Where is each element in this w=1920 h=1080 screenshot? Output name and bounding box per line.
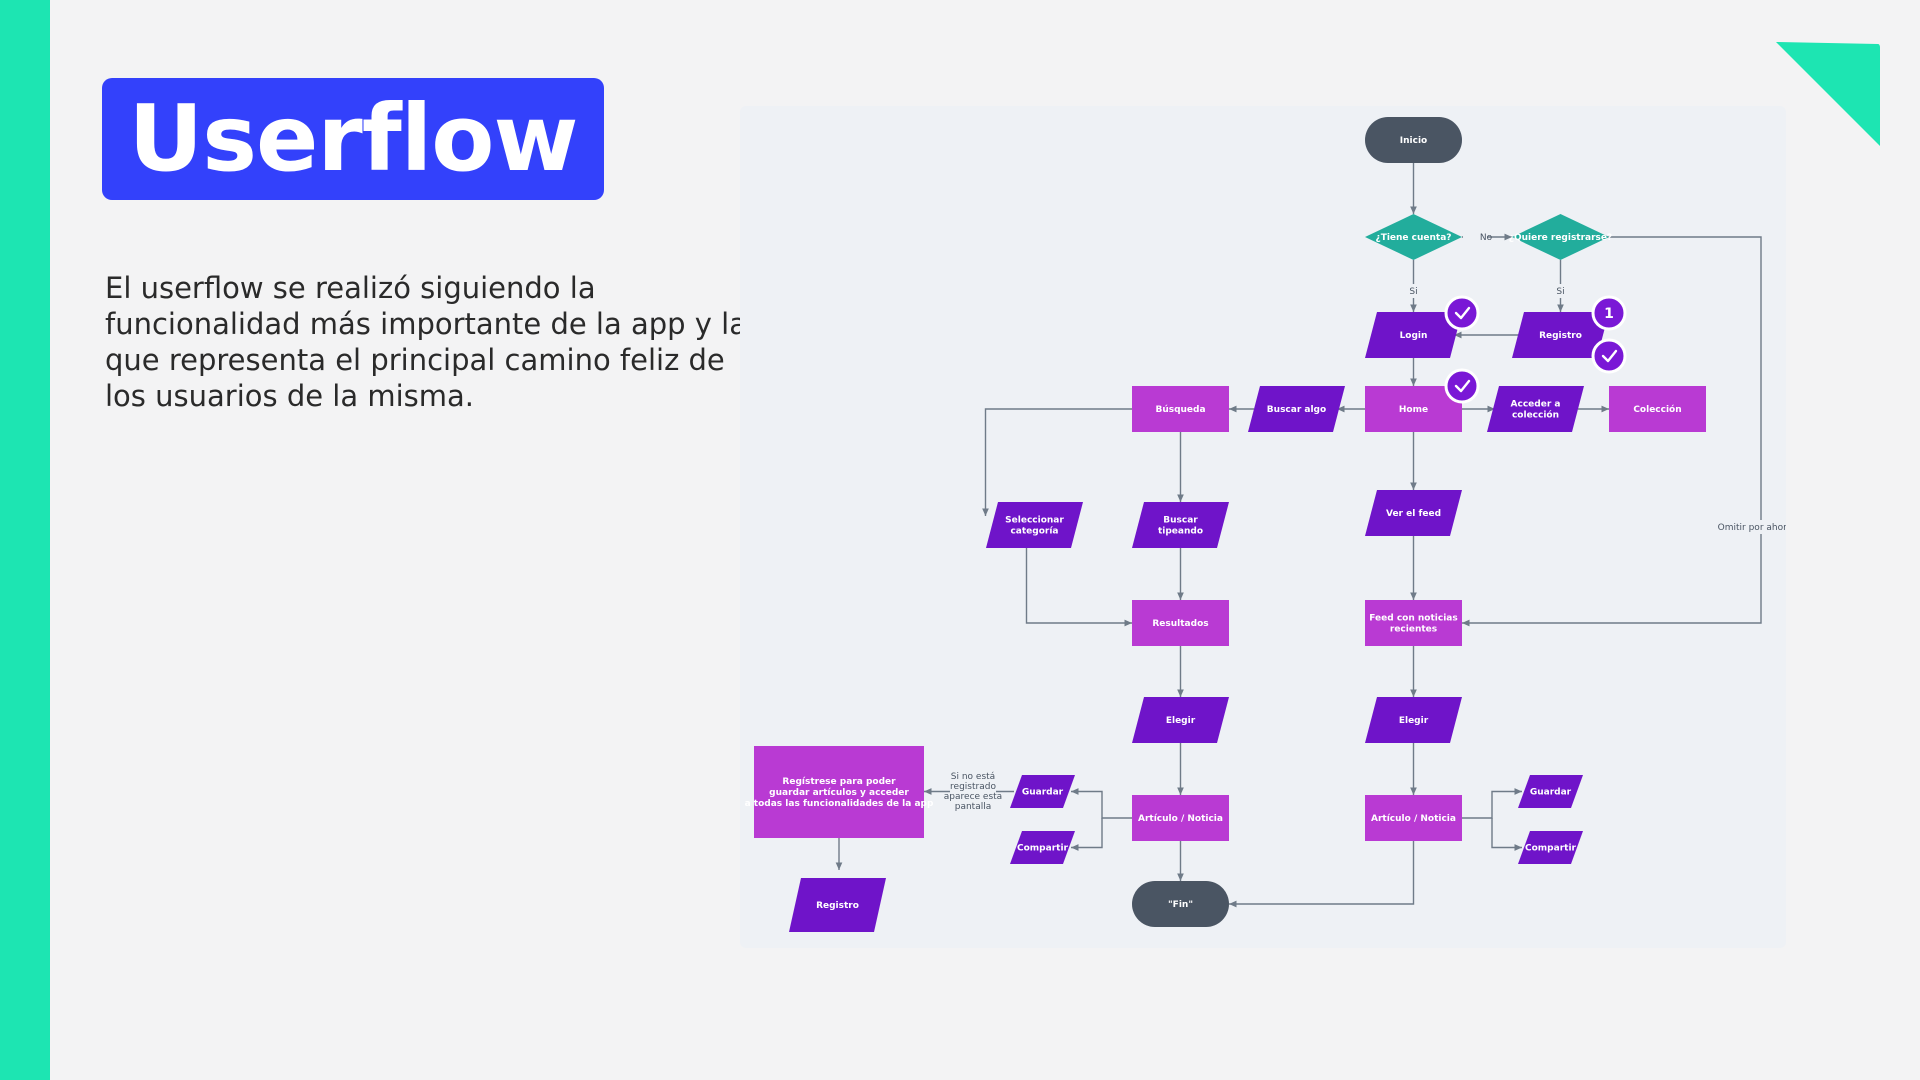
node-label-articulo-left: Artículo / Noticia <box>1138 814 1223 824</box>
edge-label-si-right: Si <box>1556 287 1564 297</box>
node-label-quiere-registrarse: ¿Quiere registrarse? <box>1509 233 1613 243</box>
edge-articulo-guardar-left <box>1071 788 1132 819</box>
number-badge-registro: 1 <box>1591 295 1627 331</box>
node-label-guardar-right: Guardar <box>1530 788 1572 798</box>
edge-articulo-right-fin <box>1229 841 1415 908</box>
edge-categoria-resultados <box>1025 548 1132 627</box>
edge-articulo-guardar-right <box>1462 788 1522 819</box>
node-label-seleccionar-categoria: categoría <box>1010 527 1058 537</box>
description-text: El userflow se realizó siguiendo la func… <box>105 271 747 413</box>
node-label-registrese-box: Regístrese para poder <box>782 777 896 787</box>
node-label-ver-feed: Ver el feed <box>1386 509 1441 519</box>
node-label-inicio: Inicio <box>1400 136 1427 146</box>
check-icon-registro <box>1591 338 1627 374</box>
svg-text:1: 1 <box>1604 306 1614 322</box>
edge-label-no-registrado: pantalla <box>955 802 992 812</box>
node-label-registrese-box: guardar artículos y acceder <box>769 788 909 798</box>
userflow-diagram: Inicio ¿Tiene cuenta? ¿Quiere registrarse?… <box>740 106 1786 948</box>
node-label-acceder-coleccion: Acceder a <box>1511 400 1561 410</box>
edge-omitir-feed <box>1462 236 1762 627</box>
edge-label-no-registrado: registrado <box>950 782 996 792</box>
node-label-feed-noticias: recientes <box>1390 625 1437 635</box>
flowchart-canvas: Inicio ¿Tiene cuenta? ¿Quiere registrarse?… <box>745 117 1786 932</box>
node-label-compartir-left: Compartir <box>1017 844 1069 854</box>
edge-label-no: No <box>1480 233 1493 243</box>
node-label-fin: "Fin" <box>1168 900 1193 910</box>
node-label-buscar-algo: Buscar algo <box>1267 405 1326 415</box>
node-label-buscar-tipeando: Buscar <box>1163 516 1198 526</box>
page-title: Userflow <box>128 85 579 192</box>
node-compartir-left: Compartir <box>1010 831 1075 864</box>
edge-articulo-compartir-left <box>1071 818 1103 851</box>
node-label-registro-bottom: Registro <box>816 901 859 911</box>
node-label-busqueda: Búsqueda <box>1155 405 1205 415</box>
node-elegir-right: Elegir <box>1365 697 1462 743</box>
node-label-registrese-box: a todas las funcionalidades de la app <box>745 799 934 809</box>
node-label-buscar-tipeando: tipeando <box>1158 527 1203 537</box>
edge-articulo-compartir-right <box>1491 818 1522 851</box>
check-icon-home <box>1444 368 1480 404</box>
node-label-tiene-cuenta: ¿Tiene cuenta? <box>1375 233 1451 243</box>
corner-arrow-decoration <box>1776 42 1880 146</box>
node-login: Login <box>1365 312 1462 358</box>
node-resultados: Resultados <box>1132 600 1229 646</box>
node-label-elegir-left: Elegir <box>1166 716 1196 726</box>
edge-label-omitir: Omitir por ahora <box>1718 523 1786 533</box>
node-label-coleccion: Colección <box>1633 404 1681 415</box>
node-label-resultados: Resultados <box>1152 619 1208 629</box>
node-inicio: Inicio <box>1365 117 1462 163</box>
node-guardar-left: Guardar <box>1010 775 1075 808</box>
edge-label-no-registrado: aparece esta <box>944 792 1002 802</box>
node-quiere-registrarse: ¿Quiere registrarse? <box>1509 214 1613 260</box>
node-label-feed-noticias: Feed con noticias <box>1369 614 1457 624</box>
node-home: Home <box>1365 386 1462 432</box>
node-label-elegir-right: Elegir <box>1399 716 1429 726</box>
node-coleccion: Colección <box>1609 386 1706 432</box>
node-articulo-left: Artículo / Noticia <box>1132 795 1229 841</box>
node-registro-top: Registro <box>1512 312 1609 358</box>
check-icon-login <box>1444 295 1480 331</box>
node-fin: "Fin" <box>1132 881 1229 927</box>
node-label-registro-top: Registro <box>1539 331 1582 341</box>
edge-busqueda-categoria <box>984 408 1132 514</box>
node-elegir-left: Elegir <box>1132 697 1229 743</box>
flow-badges: 1 <box>1444 295 1627 404</box>
node-busqueda: Búsqueda <box>1132 386 1229 432</box>
node-label-articulo-right: Artículo / Noticia <box>1371 814 1456 824</box>
node-articulo-right: Artículo / Noticia <box>1365 795 1462 841</box>
title-banner: Userflow <box>102 78 604 200</box>
node-label-compartir-right: Compartir <box>1525 844 1577 854</box>
node-compartir-right: Compartir <box>1518 831 1583 864</box>
accent-side-bar <box>0 0 50 1080</box>
node-registro-bottom: Registro <box>789 878 886 932</box>
node-tiene-cuenta: ¿Tiene cuenta? <box>1365 214 1462 260</box>
node-guardar-right: Guardar <box>1518 775 1583 808</box>
edge-label-si-left: Si <box>1409 287 1417 297</box>
node-label-home: Home <box>1399 405 1428 415</box>
flow-nodes: Inicio ¿Tiene cuenta? ¿Quiere registrarse?… <box>745 117 1706 932</box>
node-label-login: Login <box>1400 331 1428 341</box>
node-buscar-algo: Buscar algo <box>1248 386 1345 432</box>
flow-edges <box>835 163 1762 908</box>
node-label-acceder-coleccion: colección <box>1512 410 1559 421</box>
edge-label-no-registrado: Si no está <box>951 772 995 782</box>
node-ver-feed: Ver el feed <box>1365 490 1462 536</box>
node-label-seleccionar-categoria: Seleccionar <box>1005 516 1064 526</box>
node-label-guardar-left: Guardar <box>1022 788 1064 798</box>
